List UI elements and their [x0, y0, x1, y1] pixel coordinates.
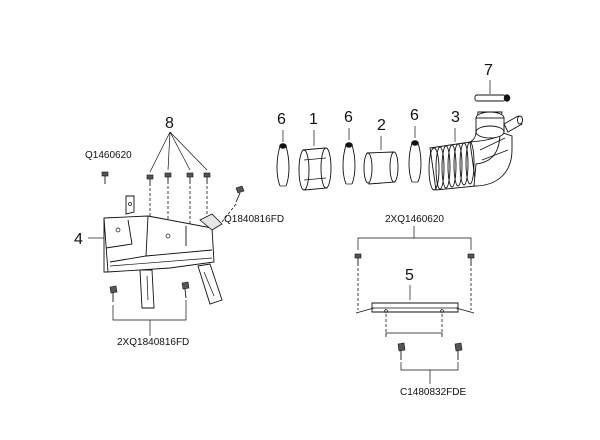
part-code-c1480832fde: C1480832FDE [400, 387, 466, 398]
part-5-plate [355, 285, 475, 314]
screw-icon [164, 172, 172, 184]
part-6-clamp-middle [342, 128, 356, 185]
screw-icon [467, 253, 475, 266]
screw-set-2xq1460620 [354, 226, 475, 310]
screw-icon [354, 253, 362, 266]
part-code-q1460620: Q1460620 [85, 150, 132, 161]
part-code-2xq1840816fd: 2XQ1840816FD [117, 337, 189, 348]
screw-icon [146, 174, 154, 186]
bolt-set-2xq1840816fd [109, 281, 190, 336]
part-6-clamp-left [276, 130, 290, 187]
part-code-2xq1460620: 2XQ1460620 [385, 214, 444, 225]
callout-6-left: 6 [277, 111, 286, 128]
screw-icon [203, 172, 211, 184]
part-code-q1840816fd: Q1840816FD [224, 214, 284, 225]
part-6-clamp-right [408, 126, 422, 183]
callout-6-middle: 6 [344, 109, 353, 126]
callout-5: 5 [405, 267, 414, 284]
part-4-bracket [88, 195, 223, 309]
bolt-set-c1480832fde [385, 314, 463, 384]
bolt-icon [454, 342, 463, 360]
part-8-leaders [149, 131, 208, 173]
callout-6-right: 6 [410, 107, 419, 124]
part-7-pin [474, 80, 511, 102]
bolt-icon [181, 281, 190, 299]
bolt-q1840816fd [221, 185, 245, 223]
callout-2: 2 [377, 117, 386, 134]
callout-7: 7 [484, 62, 493, 79]
screw-icon [186, 172, 194, 184]
part-3-air-hose [428, 111, 523, 191]
bolt-icon [397, 342, 406, 360]
part-2-connector-tube [363, 136, 399, 185]
callout-8: 8 [165, 115, 174, 132]
part-1-rubber-sleeve [298, 130, 332, 191]
callout-4: 4 [74, 231, 83, 248]
callout-3: 3 [451, 109, 460, 126]
screw-set-8 [146, 172, 211, 238]
bolt-icon [109, 285, 118, 302]
callout-1: 1 [309, 111, 318, 128]
screw-q1460620 [101, 171, 109, 184]
